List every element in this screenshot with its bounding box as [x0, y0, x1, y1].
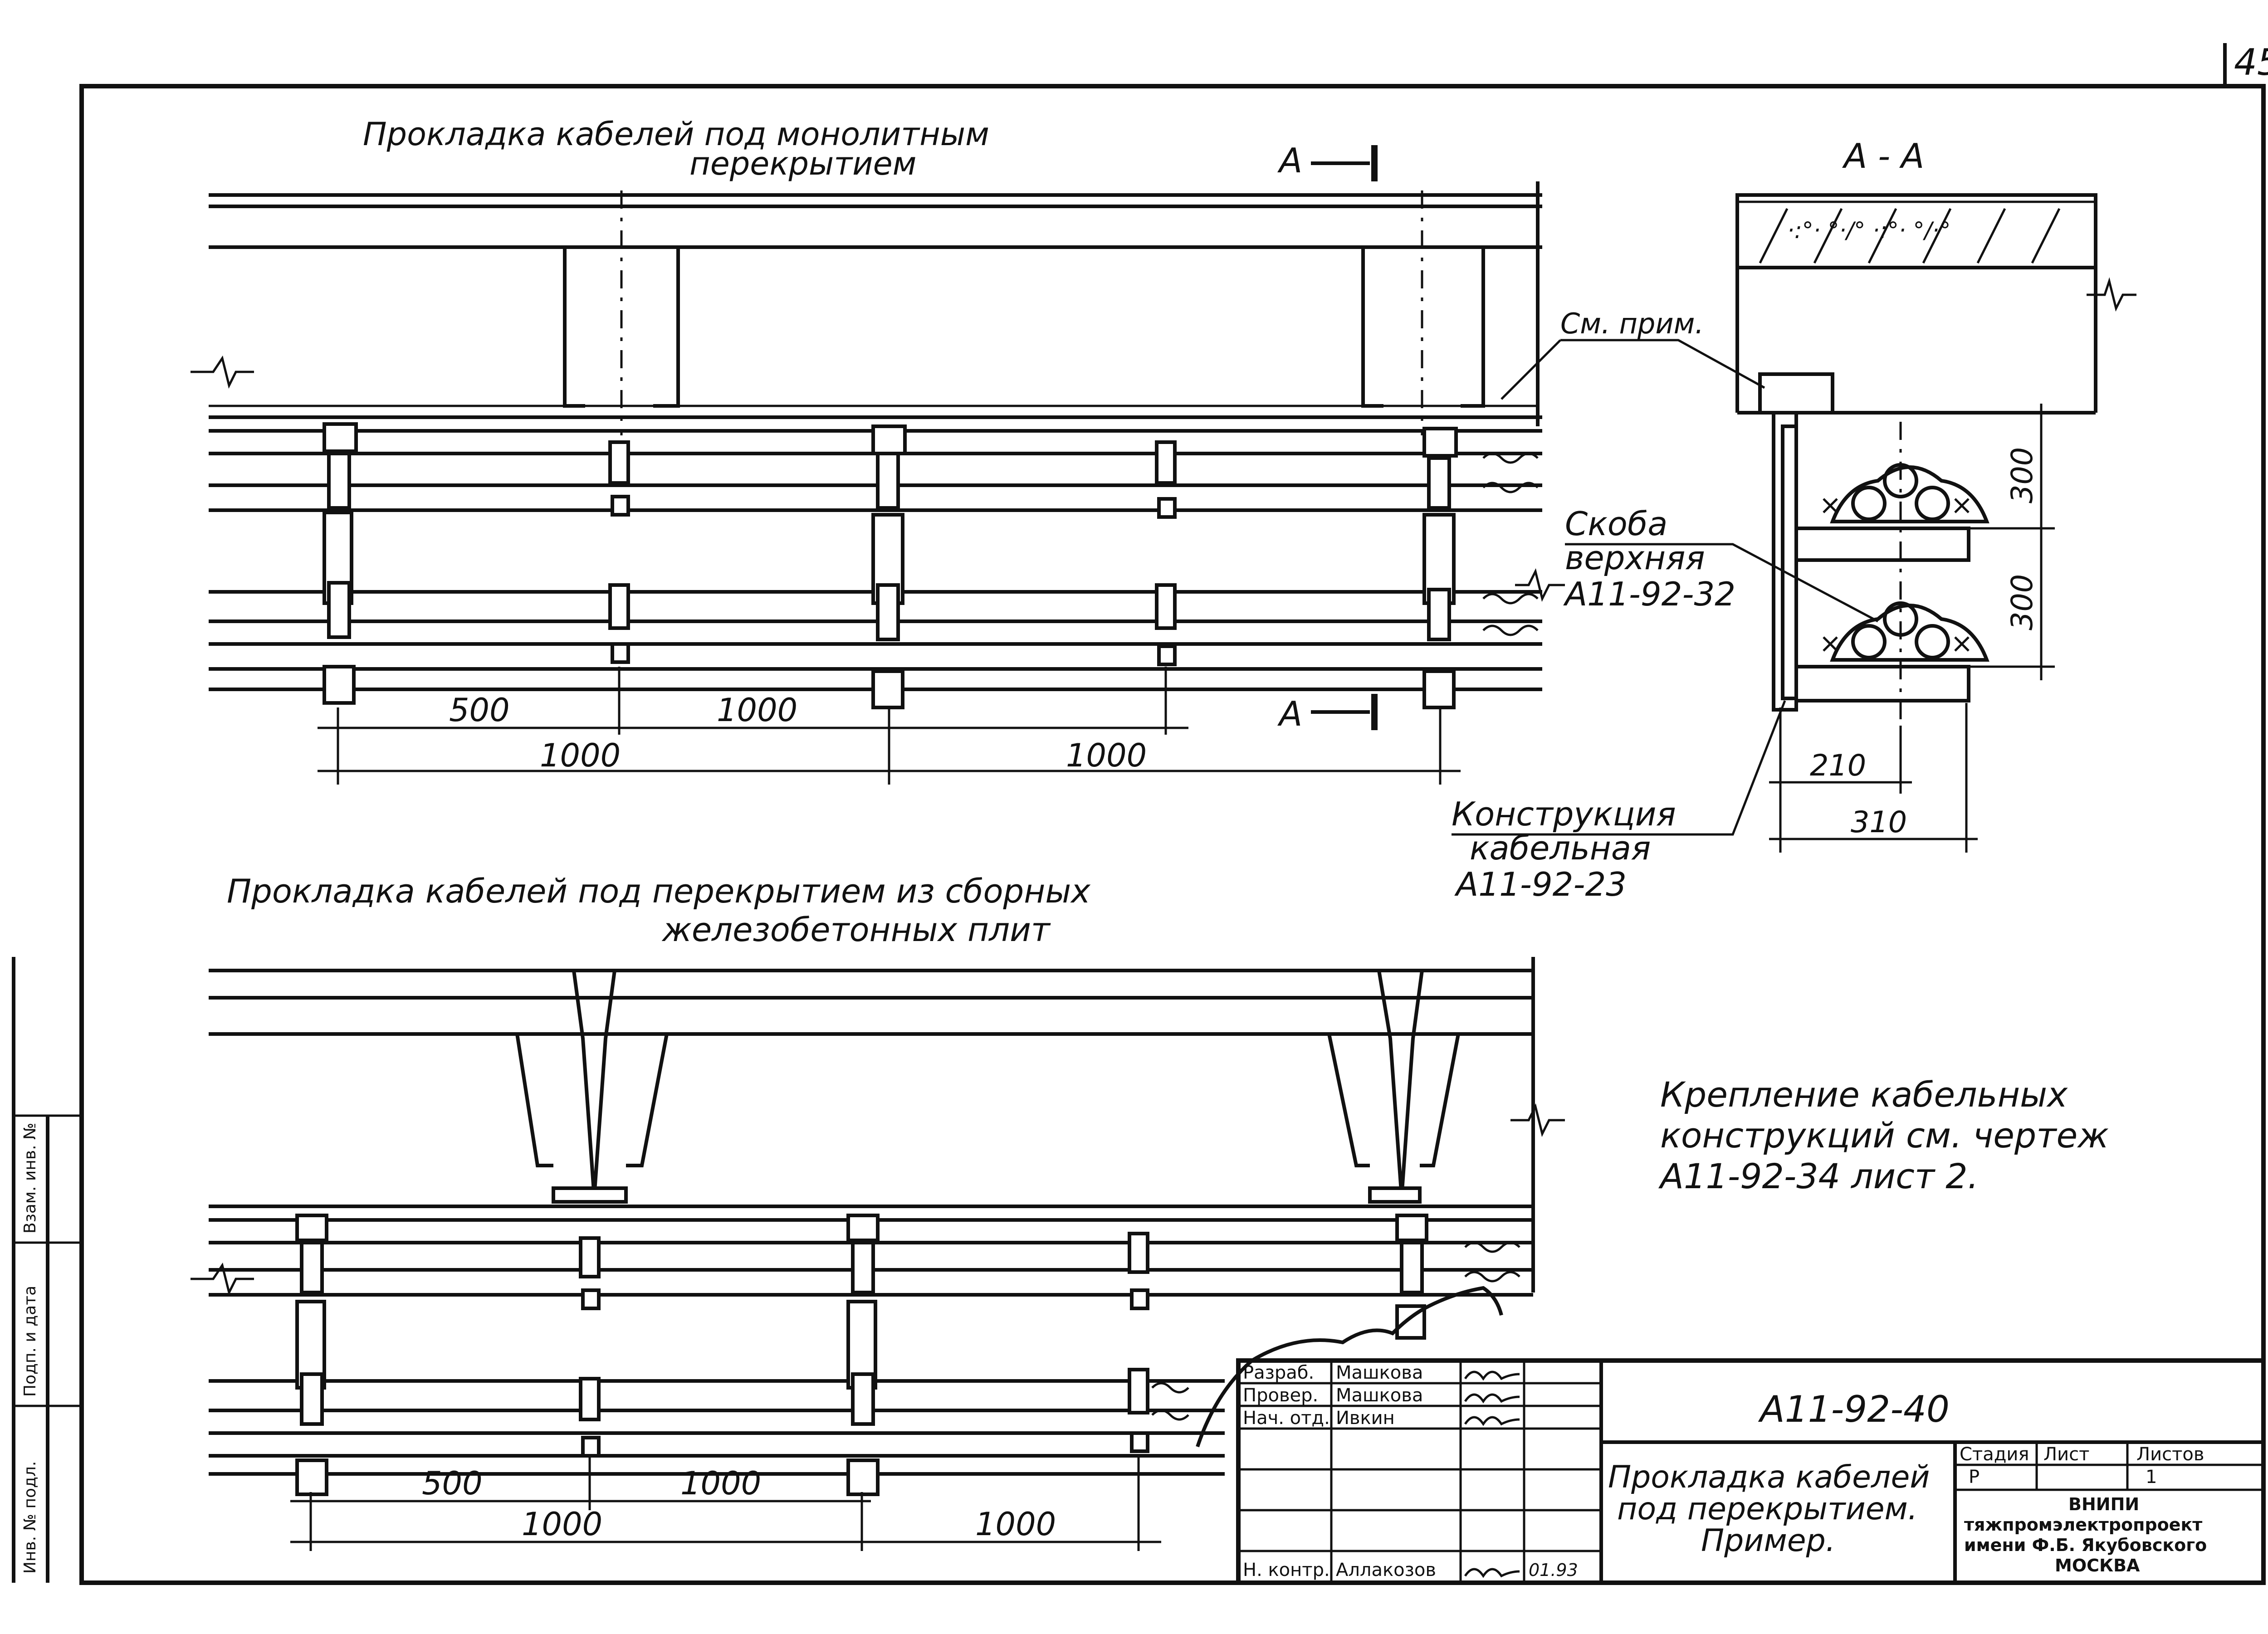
signature-4 [1464, 1568, 1520, 1578]
sheets-value: 1 [2146, 1467, 2157, 1488]
sheet-number: 45 [2234, 41, 2268, 83]
sheet-frame [79, 84, 2266, 1585]
drawing-code: А11-92-40 [1758, 1388, 1950, 1430]
section-dim-300-a: 300 [2005, 447, 2039, 503]
signature-1 [1464, 1371, 1520, 1381]
callout-brace-3: А11-92-32 [1563, 575, 1735, 613]
bottom-dim-1000-a: 1000 [680, 1465, 761, 1502]
bottom-support-2 [579, 1236, 601, 1458]
role-3: Нач. отд. [1243, 1408, 1330, 1429]
section-dim-300-b: 300 [2005, 574, 2039, 630]
callout-construction-3: А11-92-23 [1454, 865, 1627, 903]
name-3: Ивкин [1336, 1408, 1395, 1429]
signature-3 [1464, 1416, 1520, 1426]
name-4: Аллакозов [1336, 1560, 1436, 1580]
drawing-title-3: Пример. [1701, 1523, 1835, 1559]
bottom-support-4 [1128, 1232, 1149, 1453]
bottom-dim-1000-b: 1000 [522, 1506, 602, 1543]
org-2: тяжпромэлектропроект [1964, 1515, 2202, 1535]
top-dim-1000-b: 1000 [540, 737, 621, 774]
org-3: имени Ф.Б. Якубовского [1964, 1535, 2207, 1555]
signature-2 [1464, 1393, 1520, 1404]
margin-label-sign: Подп. и дата [21, 1286, 39, 1397]
top-support-2 [608, 440, 630, 664]
org-1: ВНИПИ [2068, 1494, 2139, 1514]
top-dim-1000-c: 1000 [1066, 737, 1147, 774]
note-see-prim: См. прим. [1560, 307, 1704, 340]
role-2: Провер. [1243, 1385, 1318, 1406]
cable-group-lower [1823, 601, 1989, 662]
title-block: Разраб. Машкова Провер. Машкова Нач. отд… [1236, 1358, 2266, 1585]
margin-label-replace: Взам. инв. № [21, 1123, 39, 1234]
section-dim-210: 210 [1810, 749, 1866, 783]
svg-text:·:°· °·/° ·:°· °/·°: ·:°· °·/° ·:°· °/·° [1787, 217, 1950, 244]
role-4: Н. контр. [1243, 1560, 1330, 1580]
top-dim-500: 500 [449, 692, 510, 729]
callout-brace-1: Скоба [1565, 505, 1667, 543]
section-dim-310: 310 [1851, 805, 1907, 839]
role-1: Разраб. [1243, 1362, 1314, 1383]
bottom-support-5 [1395, 1214, 1428, 1340]
top-plan-title-1: Прокладка кабелей под монолитным [363, 116, 989, 153]
header-stage: Стадия [1960, 1444, 2029, 1465]
bottom-dim-500: 500 [422, 1465, 483, 1502]
bottom-plan: Прокладка кабелей под перекрытием из сбо… [191, 872, 1565, 1551]
section-aa: А - А ·:°· °·/° ·:°· °/·° [1452, 136, 2136, 903]
fastening-note-1: Крепление кабельных [1660, 1074, 2068, 1115]
bottom-plan-title-2: железобетонных плит [661, 911, 1051, 949]
bottom-plan-title-1: Прокладка кабелей под перекрытием из сбо… [227, 872, 1091, 910]
cable-group-upper [1823, 463, 1989, 523]
top-support-5 [1422, 427, 1458, 709]
header-sheet: Лист [2043, 1444, 2089, 1465]
top-support-3 [871, 424, 907, 709]
name-1: Машкова [1336, 1362, 1423, 1383]
fastening-note-2: конструкций см. чертеж [1660, 1115, 2109, 1156]
section-mark-top: А [1277, 141, 1302, 180]
top-dim-1000-a: 1000 [717, 692, 797, 729]
left-margin-strip: Инв. № подл. Подп. и дата Взам. инв. № [12, 957, 82, 1583]
drawing-title-2: под перекрытием. [1617, 1491, 1917, 1527]
drawing-title-1: Прокладка кабелей [1608, 1459, 1930, 1495]
bottom-support-1 [295, 1214, 328, 1496]
name-2: Машкова [1336, 1385, 1423, 1406]
header-sheets: Листов [2136, 1444, 2204, 1465]
date: 01.93 [1529, 1560, 1578, 1580]
top-support-1 [323, 422, 358, 705]
fastening-note: Крепление кабельных конструкций см. черт… [1658, 1074, 2109, 1196]
fastening-note-3: А11-92-34 лист 2. [1658, 1156, 1979, 1196]
margin-label-inv: Инв. № подл. [21, 1461, 39, 1574]
section-title: А - А [1842, 136, 1924, 176]
top-support-4 [1155, 440, 1177, 666]
bottom-support-3 [846, 1214, 880, 1496]
stage-value: Р [1969, 1467, 1980, 1488]
org-4: МОСКВА [2055, 1556, 2140, 1575]
top-plan-title-2: перекрытием [689, 145, 916, 182]
callout-construction-1: Конструкция [1452, 795, 1676, 833]
bottom-dim-1000-c: 1000 [975, 1506, 1056, 1543]
top-plan: Прокладка кабелей под монолитным перекры… [191, 116, 1565, 785]
section-mark-bottom: А [1277, 694, 1302, 734]
